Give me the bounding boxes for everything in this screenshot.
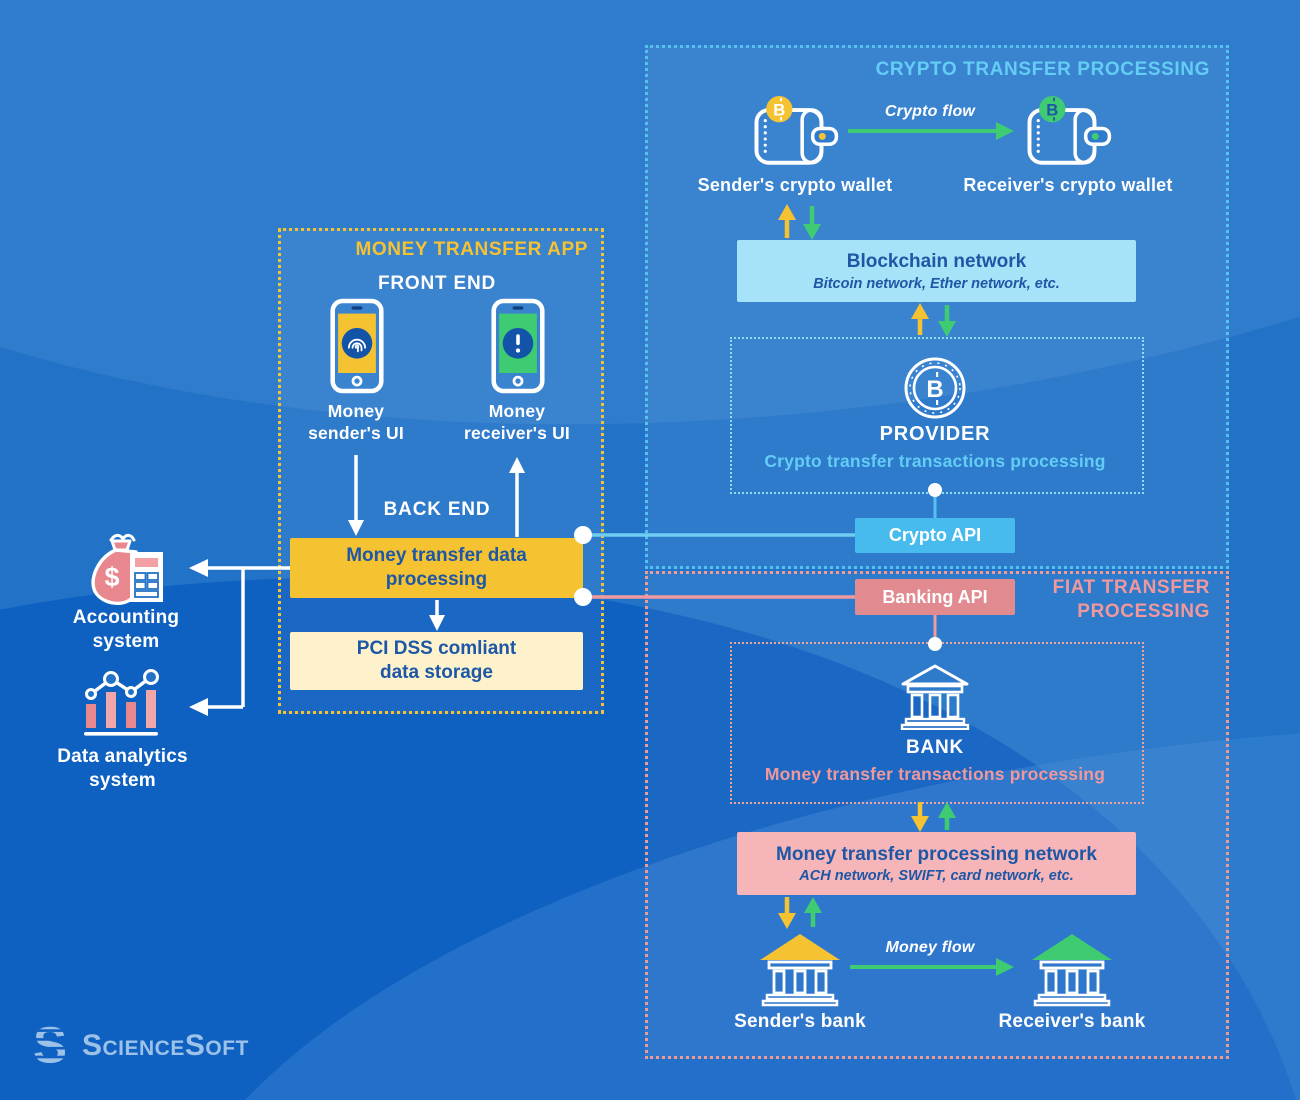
receiver-bank-icon — [1030, 932, 1114, 1013]
sciencesoft-s-icon: S — [33, 1022, 67, 1070]
receiver-crypto-wallet-icon: B — [1025, 96, 1113, 173]
accounting-system-icon: $ — [85, 530, 169, 615]
bank-building-icon — [899, 664, 971, 735]
money-sender-ui-label: Money sender's UI — [308, 401, 404, 444]
crypto-flow-label: Crypto flow — [884, 103, 976, 120]
svg-text:S: S — [33, 1022, 67, 1070]
accounting-system-label: Accounting system — [72, 607, 180, 653]
bank-title: BANK — [905, 737, 965, 758]
sender-bank-label: Sender's bank — [734, 1011, 866, 1032]
sender-crypto-wallet-icon: B — [752, 96, 840, 173]
blockchain-title: Blockchain network — [846, 251, 1027, 273]
provider-subtitle: Crypto transfer transactions processing — [764, 451, 1106, 471]
svg-text:$: $ — [104, 562, 119, 592]
svg-text:B: B — [926, 376, 943, 403]
bitcoin-coin-icon: B — [903, 356, 967, 425]
data-processing-label: Money transfer data processing — [346, 545, 527, 590]
blockchain-subtitle: Bitcoin network, Ether network, etc. — [813, 275, 1060, 292]
receiver-bank-label: Receiver's bank — [998, 1011, 1146, 1032]
brand-logo: S ScienceSoft — [28, 1022, 249, 1070]
money-receiver-phone-icon — [491, 298, 545, 399]
fiat-section-title: FIAT TRANSFER PROCESSING — [1052, 577, 1210, 623]
processing-network-subtitle: ACH network, SWIFT, card network, etc. — [799, 868, 1074, 885]
money-flow-label: Money flow — [885, 939, 975, 956]
banking-api-box: Banking API — [855, 579, 1015, 615]
money-sender-phone-icon — [330, 298, 384, 399]
fiat-transfer-section — [645, 571, 1229, 1059]
bank-subtitle: Money transfer transactions processing — [764, 764, 1106, 784]
data-storage-box: PCI DSS comliant data storage — [290, 632, 583, 690]
processing-network-title: Money transfer processing network — [776, 843, 1097, 865]
provider-title: PROVIDER — [879, 423, 991, 445]
data-analytics-icon — [78, 666, 164, 743]
receiver-wallet-label: Receiver's crypto wallet — [963, 175, 1173, 195]
blockchain-network-box: Blockchain network Bitcoin network, Ethe… — [737, 240, 1136, 302]
svg-text:B: B — [1046, 100, 1058, 119]
sender-wallet-label: Sender's crypto wallet — [697, 175, 893, 195]
money-receiver-ui-label: Money receiver's UI — [463, 401, 570, 444]
front-end-label: FRONT END — [377, 273, 497, 294]
crypto-api-box: Crypto API — [855, 518, 1015, 553]
svg-text:B: B — [773, 100, 785, 119]
crypto-api-label: Crypto API — [888, 525, 982, 545]
back-end-label: BACK END — [383, 499, 491, 520]
brand-name: ScienceSoft — [82, 1029, 249, 1062]
data-processing-box: Money transfer data processing — [290, 538, 583, 598]
data-analytics-label: Data analytics system — [57, 746, 188, 792]
banking-api-label: Banking API — [882, 586, 988, 607]
sender-bank-icon — [758, 932, 842, 1013]
processing-network-box: Money transfer processing network ACH ne… — [737, 832, 1136, 895]
data-storage-label: PCI DSS comliant data storage — [356, 638, 517, 683]
money-transfer-app-title: MONEY TRANSFER APP — [355, 239, 588, 260]
crypto-section-title: CRYPTO TRANSFER PROCESSING — [875, 59, 1210, 80]
